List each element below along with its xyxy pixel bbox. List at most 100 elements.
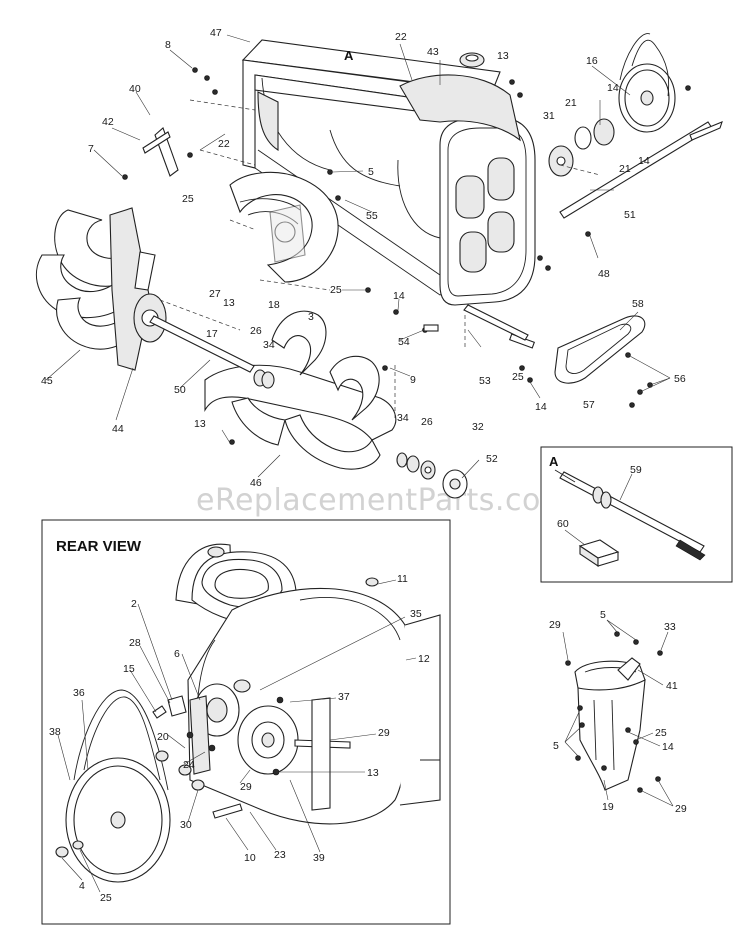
callout: 33	[664, 621, 676, 633]
left-auger	[35, 207, 167, 371]
main-assembly	[35, 33, 723, 499]
callout: 2	[131, 598, 137, 610]
callout: 18	[268, 299, 280, 311]
callout: 27	[209, 288, 221, 300]
callout: 13	[223, 297, 235, 309]
rear-view-box	[41, 519, 451, 925]
callout: 13	[367, 767, 379, 779]
callout: 14	[638, 155, 650, 167]
callout: 15	[123, 663, 135, 675]
auger-housing	[241, 39, 536, 306]
callout: 59	[630, 464, 642, 476]
callout: 14	[535, 401, 547, 413]
callout: 48	[598, 268, 610, 280]
callout: 19	[602, 801, 614, 813]
callout: 13	[497, 50, 509, 62]
discharge-chute	[565, 631, 663, 793]
callout: 45	[41, 375, 53, 387]
callout: 55	[366, 210, 378, 222]
callout: 13	[194, 418, 206, 430]
hardware	[122, 67, 691, 445]
callout: 51	[624, 209, 636, 221]
callout: 14	[607, 82, 619, 94]
callout: 6	[174, 648, 180, 660]
callout: 29	[549, 619, 561, 631]
rear-leader-lines	[57, 579, 417, 893]
callout: 31	[543, 110, 555, 122]
callout: 56	[674, 373, 686, 385]
skid-shoe	[554, 315, 646, 384]
callout: 22	[395, 31, 407, 43]
callout: 50	[174, 384, 186, 396]
callout: 25	[512, 371, 524, 383]
pulleys-rear	[186, 679, 351, 811]
callout: 12	[418, 653, 430, 665]
callout: 37	[338, 691, 350, 703]
rear-view-title: REAR VIEW	[56, 538, 142, 555]
callout: 34	[263, 339, 275, 351]
callout: 22	[218, 138, 230, 150]
callout: 32	[472, 421, 484, 433]
chute-leader-lines	[562, 619, 674, 807]
callout: 3	[308, 311, 314, 323]
callout: 52	[486, 453, 498, 465]
shear-plate-detail	[578, 539, 620, 568]
callout: 54	[398, 336, 410, 348]
drive-shaft-detail	[554, 469, 706, 561]
callout: 57	[583, 399, 595, 411]
callout: 35	[410, 608, 422, 620]
callout: 17	[206, 328, 218, 340]
callout: 5	[553, 740, 559, 752]
callout: 53	[479, 375, 491, 387]
callout: 39	[313, 852, 325, 864]
section-a-marker: A	[344, 48, 354, 63]
assembly-lines	[159, 99, 601, 420]
callout: 29	[378, 727, 390, 739]
callout: 14	[662, 741, 674, 753]
callout: 5	[368, 166, 374, 178]
callout: 21	[565, 97, 577, 109]
callout: 10	[244, 852, 256, 864]
housing-rear	[175, 543, 441, 825]
callout: 5	[600, 609, 606, 621]
callout: 16	[586, 55, 598, 67]
callout: 20	[157, 731, 169, 743]
callout: 25	[100, 892, 112, 904]
callout: 9	[410, 374, 416, 386]
callout: 23	[274, 849, 286, 861]
callout: 42	[102, 116, 114, 128]
callout: 21	[619, 163, 631, 175]
auger-shaft	[149, 315, 255, 373]
main-leader-lines	[45, 34, 671, 479]
detail-a-box	[540, 446, 733, 583]
callout: 60	[557, 518, 569, 530]
callout: 36	[73, 687, 85, 699]
chute-callouts: 29 5 33 41 5 25 14 19 29	[549, 609, 687, 815]
callout: 58	[632, 298, 644, 310]
callout: 28	[129, 637, 141, 649]
callout: 41	[666, 680, 678, 692]
large-pulley-rear	[65, 689, 171, 883]
detail-a-marker: A	[549, 454, 559, 469]
callout: 24	[183, 759, 195, 771]
watermark: eReplacementParts.com	[196, 483, 571, 518]
callout: 4	[79, 880, 85, 892]
callout: 25	[655, 727, 667, 739]
callout: 47	[210, 27, 222, 39]
callout: 26	[421, 416, 433, 428]
callout: 38	[49, 726, 61, 738]
callout: 44	[112, 423, 124, 435]
impeller	[229, 171, 339, 283]
callout: 8	[165, 39, 171, 51]
callout: 29	[240, 781, 252, 793]
right-bearings	[253, 369, 468, 499]
drive-shaft	[559, 121, 723, 219]
callout: 14	[393, 290, 405, 302]
callout: 43	[427, 46, 439, 58]
rear-callouts: 2 28 15 6 11 35 12 36 38 20 24 37 29 29 …	[49, 573, 430, 904]
main-callouts: 47 8 40 42 7 25 22 5 55 45 44 27 13 17 1…	[41, 27, 686, 489]
callout: 26	[250, 325, 262, 337]
callout: 40	[129, 83, 141, 95]
drive-pulley	[548, 33, 676, 177]
